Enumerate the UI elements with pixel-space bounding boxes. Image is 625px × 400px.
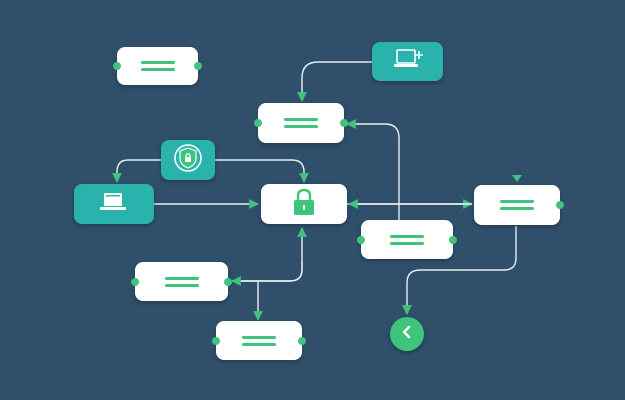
- connector-right-to-success: [402, 226, 517, 315]
- output-port: [224, 277, 232, 286]
- laptop-card[interactable]: [74, 184, 154, 224]
- right-card[interactable]: [474, 175, 564, 225]
- output-port: [449, 235, 457, 244]
- shield-card[interactable]: [161, 140, 215, 180]
- upper-center-card[interactable]: [254, 103, 348, 143]
- bottom-card[interactable]: [212, 321, 306, 360]
- padlock-icon: [291, 187, 317, 222]
- input-port: [131, 277, 139, 286]
- input-port: [254, 119, 262, 127]
- connector-laptop-upload-to-upper-center: [297, 61, 372, 102]
- text-placeholder-lines: [284, 118, 318, 128]
- middle-right-card[interactable]: [357, 220, 457, 259]
- connector-lock-to-lower-left: [231, 262, 303, 286]
- shield-lock-icon: [172, 142, 204, 179]
- text-placeholder-lines: [500, 200, 534, 210]
- output-port: [194, 62, 202, 70]
- output-port: [298, 336, 306, 345]
- output-port: [340, 119, 348, 127]
- connector-right-branch-to-upper-center: [346, 119, 400, 222]
- output-port: [556, 201, 564, 209]
- laptop-upload-card[interactable]: [372, 42, 443, 81]
- top-left-card[interactable]: [113, 47, 202, 85]
- connector-shield-to-lock: [215, 159, 309, 183]
- laptop-icon: [96, 189, 132, 220]
- check-icon: [398, 323, 416, 346]
- input-port: [212, 336, 220, 345]
- lock-card[interactable]: [261, 184, 347, 224]
- text-placeholder-lines: [140, 61, 175, 71]
- text-placeholder-lines: [390, 234, 424, 245]
- input-port: [357, 235, 365, 244]
- laptop-plus-icon: [392, 47, 424, 76]
- connector-shield-to-laptop: [112, 159, 161, 183]
- success-node[interactable]: [390, 317, 424, 351]
- input-port: [113, 62, 121, 70]
- connector-lower-left-to-lock: [232, 227, 307, 282]
- text-placeholder-lines: [242, 335, 276, 346]
- text-placeholder-lines: [164, 276, 199, 287]
- lower-left-card[interactable]: [131, 262, 232, 301]
- input-marker: [512, 175, 522, 182]
